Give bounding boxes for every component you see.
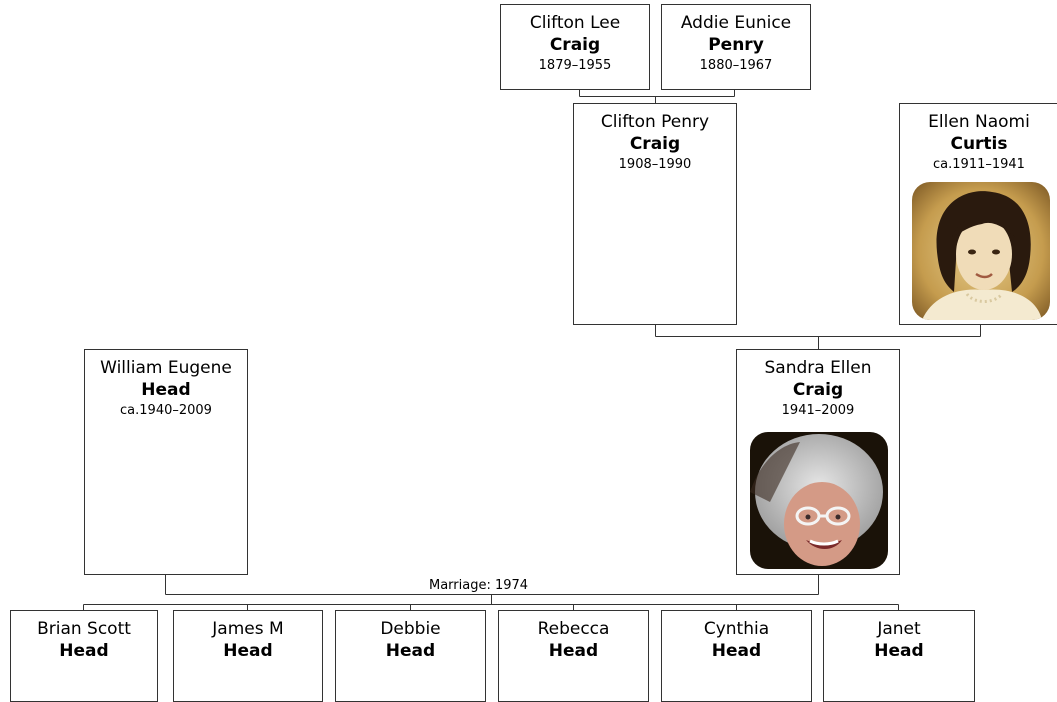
life-dates: ca.1940–2009 bbox=[120, 403, 212, 418]
given-name: Addie Eunice bbox=[680, 13, 792, 33]
surname: Head bbox=[874, 641, 924, 661]
life-dates: 1879–1955 bbox=[538, 58, 612, 73]
portrait-photo bbox=[912, 182, 1050, 320]
given-name: Clifton Penry bbox=[600, 112, 710, 132]
surname: Head bbox=[548, 641, 599, 661]
life-dates: ca.1911–1941 bbox=[933, 157, 1025, 172]
given-name: Sandra Ellen bbox=[764, 358, 872, 378]
given-name: Clifton Lee bbox=[529, 13, 621, 33]
life-dates: 1880–1967 bbox=[699, 58, 773, 73]
person-card-child[interactable]: Cynthia Head bbox=[661, 610, 812, 702]
life-dates: 1941–2009 bbox=[781, 403, 855, 418]
surname: Curtis bbox=[950, 134, 1008, 154]
given-name: Janet bbox=[877, 619, 921, 639]
person-card-addie-eunice-penry[interactable]: Addie Eunice Penry 1880–1967 bbox=[661, 4, 811, 90]
given-name: Debbie bbox=[380, 619, 441, 639]
surname: Craig bbox=[549, 35, 601, 55]
given-name: Cynthia bbox=[703, 619, 770, 639]
person-card-child[interactable]: Rebecca Head bbox=[498, 610, 649, 702]
surname: Head bbox=[141, 380, 191, 400]
marriage-label: Marriage: 1974 bbox=[427, 578, 531, 594]
given-name: James M bbox=[212, 619, 284, 639]
person-card-william-eugene-head[interactable]: William Eugene Head ca.1940–2009 bbox=[84, 349, 248, 575]
surname: Craig bbox=[792, 380, 844, 400]
surname: Craig bbox=[629, 134, 681, 154]
surname: Head bbox=[385, 641, 436, 661]
surname: Head bbox=[59, 641, 109, 661]
given-name: William Eugene bbox=[100, 358, 232, 378]
portrait-photo bbox=[750, 432, 888, 569]
person-card-child[interactable]: James M Head bbox=[173, 610, 323, 702]
given-name: Brian Scott bbox=[37, 619, 131, 639]
surname: Head bbox=[711, 641, 762, 661]
given-name: Rebecca bbox=[537, 619, 610, 639]
surname: Head bbox=[223, 641, 273, 661]
life-dates: 1908–1990 bbox=[618, 157, 692, 172]
person-card-clifton-penry-craig[interactable]: Clifton Penry Craig 1908–1990 bbox=[573, 103, 737, 325]
person-card-sandra-ellen-craig[interactable]: Sandra Ellen Craig 1941–2009 bbox=[736, 349, 900, 575]
person-card-ellen-naomi-curtis[interactable]: Ellen Naomi Curtis ca.1911–1941 bbox=[899, 103, 1057, 325]
surname: Penry bbox=[708, 35, 764, 55]
given-name: Ellen Naomi bbox=[928, 112, 1030, 132]
person-card-child[interactable]: Janet Head bbox=[823, 610, 975, 702]
person-card-clifton-lee-craig[interactable]: Clifton Lee Craig 1879–1955 bbox=[500, 4, 650, 90]
person-card-child[interactable]: Brian Scott Head bbox=[10, 610, 158, 702]
person-card-child[interactable]: Debbie Head bbox=[335, 610, 486, 702]
